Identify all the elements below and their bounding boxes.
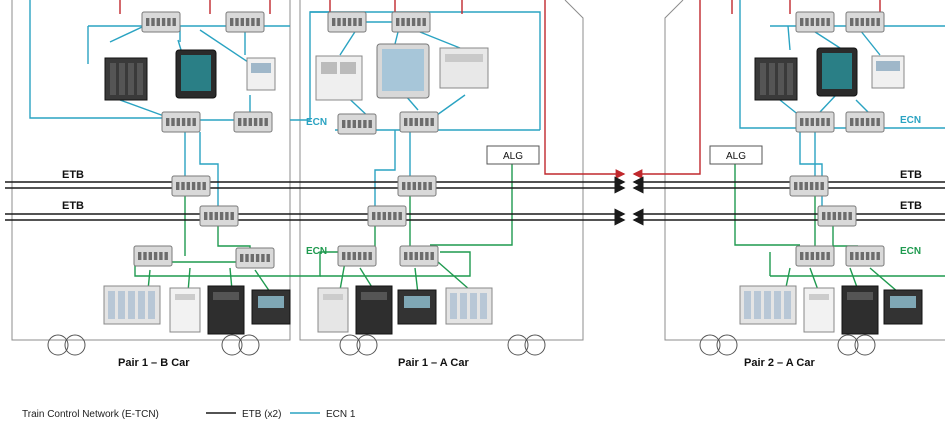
network-switch-icon xyxy=(327,11,367,33)
plc-rack-icon xyxy=(754,57,798,101)
ecn-bottom-links xyxy=(134,163,945,295)
plc-rack-icon xyxy=(103,285,161,325)
gateway-label: ALG xyxy=(503,151,523,162)
controller-module-icon xyxy=(871,55,905,89)
gateway-alg-left: ALG xyxy=(486,145,540,165)
network-switch-icon xyxy=(337,245,377,267)
controller-module-icon xyxy=(169,287,201,333)
network-switch-icon xyxy=(845,11,885,33)
controller-module-icon xyxy=(207,285,245,335)
network-switch-icon xyxy=(795,245,835,267)
legend-ecn: ECN 1 xyxy=(326,409,356,420)
network-switch-icon xyxy=(235,247,275,269)
devices xyxy=(103,43,923,335)
wheels xyxy=(47,334,876,356)
plc-rack-icon xyxy=(445,287,493,325)
controller-module-icon xyxy=(803,287,835,333)
etb-label: ETB xyxy=(62,200,84,212)
ecn-label: ECN xyxy=(306,246,327,257)
etb-label: ETB xyxy=(900,200,922,212)
ecn-label: ECN xyxy=(900,246,921,257)
car-outline-a1 xyxy=(299,0,584,341)
wheel-icon xyxy=(699,334,738,356)
network-switch-icon xyxy=(789,175,829,197)
etb-label: ETB xyxy=(900,169,922,181)
plc-rack-icon xyxy=(739,285,797,325)
network-switch-icon xyxy=(367,205,407,227)
car-label: Pair 2 – A Car xyxy=(744,357,815,369)
car-label: Pair 1 – B Car xyxy=(118,357,190,369)
controller-module-icon xyxy=(246,57,276,91)
hmi-panel-icon xyxy=(376,43,430,99)
network-switch-icon xyxy=(817,205,857,227)
wheel-icon xyxy=(507,334,546,356)
controller-module-icon xyxy=(883,289,923,325)
network-switch-icon xyxy=(391,11,431,33)
red-links xyxy=(119,0,881,179)
network-switch-icon xyxy=(337,113,377,135)
network-switch-icon xyxy=(233,111,273,133)
car-outline-b1 xyxy=(11,0,291,341)
network-switch-icon xyxy=(397,175,437,197)
network-switch-icon xyxy=(171,175,211,197)
legend: Train Control Network (E-TCN) ETB (x2) E… xyxy=(22,409,356,420)
controller-module-icon xyxy=(397,289,437,325)
etb-label: ETB xyxy=(62,169,84,181)
network-switch-icon xyxy=(795,111,835,133)
controller-module-icon xyxy=(439,47,489,89)
network-switch-icon xyxy=(141,11,181,33)
controller-module-icon xyxy=(841,285,879,335)
controller-module-icon xyxy=(315,55,363,101)
legend-title: Train Control Network (E-TCN) xyxy=(22,409,159,420)
controller-module-icon xyxy=(317,287,349,333)
network-switch-icon xyxy=(225,11,265,33)
wheel-icon xyxy=(339,334,378,356)
network-switch-icon xyxy=(399,245,439,267)
legend-etb: ETB (x2) xyxy=(242,409,281,420)
ecn-label: ECN xyxy=(900,115,921,126)
network-switch-icon xyxy=(133,245,173,267)
network-switch-icon xyxy=(161,111,201,133)
network-switch-icon xyxy=(199,205,239,227)
hmi-panel-icon xyxy=(816,47,858,97)
gateway-alg-right: ALG xyxy=(709,145,763,165)
controller-module-icon xyxy=(251,289,291,325)
wheel-icon xyxy=(837,334,876,356)
wheel-icon xyxy=(221,334,260,356)
car-label: Pair 1 – A Car xyxy=(398,357,469,369)
gateway-label: ALG xyxy=(726,151,746,162)
network-switches xyxy=(133,11,885,269)
network-switch-icon xyxy=(845,111,885,133)
network-switch-icon xyxy=(795,11,835,33)
plc-rack-icon xyxy=(104,57,148,101)
hmi-panel-icon xyxy=(175,49,217,99)
car-outline-a2 xyxy=(664,0,945,341)
network-switch-icon xyxy=(399,111,439,133)
ecn-label: ECN xyxy=(306,117,327,128)
controller-module-icon xyxy=(355,285,393,335)
wheel-icon xyxy=(47,334,86,356)
network-switch-icon xyxy=(845,245,885,267)
